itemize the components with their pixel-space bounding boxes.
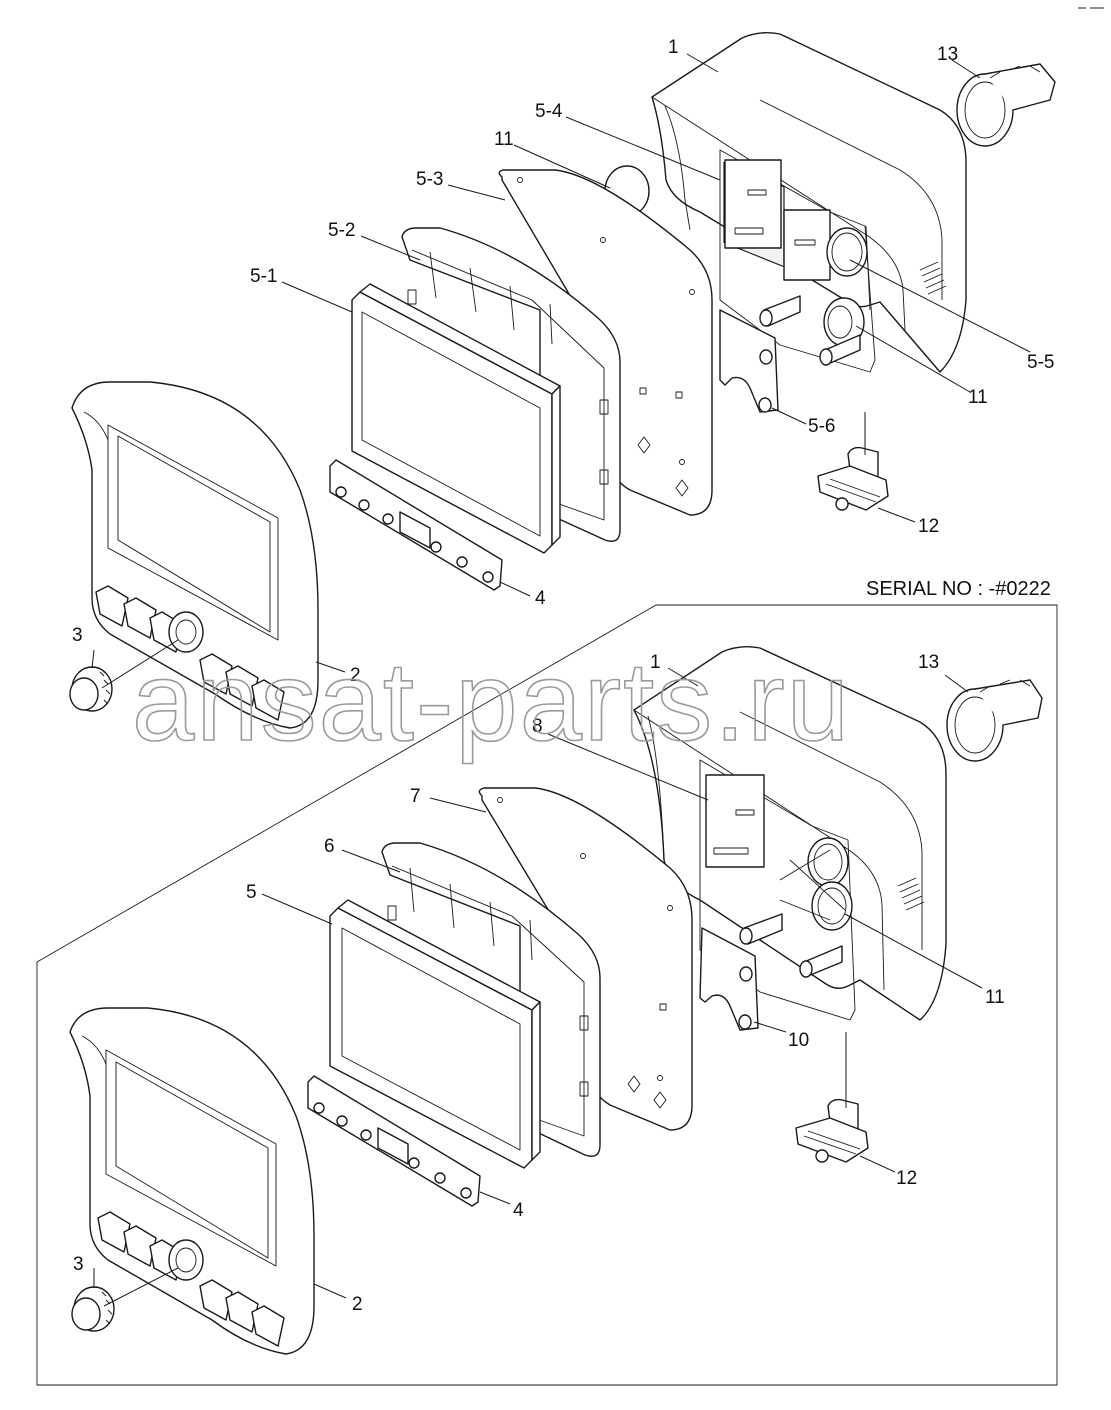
lcd-panel-part-5-1 xyxy=(351,283,561,554)
clip-part-12-lower xyxy=(795,1098,869,1163)
knob-part-3-lower xyxy=(71,1286,115,1332)
label-lower-12: 12 xyxy=(896,1168,917,1189)
knob-part-3 xyxy=(69,666,113,712)
label-upper-5-6: 5-6 xyxy=(808,416,835,437)
label-upper-5-5: 5-5 xyxy=(1027,352,1054,373)
label-lower-10: 10 xyxy=(788,1030,809,1051)
front-bezel-part-2 xyxy=(71,381,319,729)
serial-frame-outline xyxy=(36,604,1058,1386)
label-upper-13: 13 xyxy=(937,44,958,65)
bracket-part-10 xyxy=(699,927,759,1031)
label-upper-5-1: 5-1 xyxy=(250,266,277,287)
label-lower-8: 8 xyxy=(532,716,543,737)
label-upper-2: 2 xyxy=(350,665,361,686)
label-upper-11b: 11 xyxy=(968,387,988,408)
button-board-part-4-lower xyxy=(307,1075,481,1207)
label-lower-6: 6 xyxy=(324,836,335,857)
label-lower-1: 1 xyxy=(650,652,661,673)
label-lower-13: 13 xyxy=(918,652,939,673)
rear-housing-part-1 xyxy=(651,31,967,373)
label-upper-1: 1 xyxy=(668,37,679,58)
lcd-panel-part-5 xyxy=(329,899,541,1169)
bracket-part-5-6 xyxy=(719,309,779,413)
grommet-part-13 xyxy=(956,63,1056,147)
clip-part-12 xyxy=(817,446,889,511)
label-lower-4: 4 xyxy=(513,1200,524,1221)
label-lower-2: 2 xyxy=(352,1294,363,1315)
serial-number-note: SERIAL NO : -#0222 xyxy=(866,578,1051,600)
label-upper-11a: 11 xyxy=(494,129,514,150)
label-upper-5-3: 5-3 xyxy=(416,169,443,190)
label-upper-5-4: 5-4 xyxy=(535,101,563,122)
label-upper-5-2: 5-2 xyxy=(328,220,355,241)
label-upper-12: 12 xyxy=(918,516,939,537)
upper-assembly: 1 13 5-4 11 5-3 5-2 5-1 5-5 11 5-6 12 4 … xyxy=(69,31,1056,729)
label-lower-3: 3 xyxy=(73,1254,84,1275)
lower-assembly: 1 13 8 7 6 5 11 10 12 4 3 2 xyxy=(69,645,1043,1355)
front-bezel-part-2-lower xyxy=(69,1007,315,1355)
button-board-part-4 xyxy=(329,459,503,591)
label-upper-3: 3 xyxy=(72,625,83,646)
label-lower-7: 7 xyxy=(410,786,421,807)
label-lower-11: 11 xyxy=(985,987,1005,1008)
label-lower-5: 5 xyxy=(246,882,257,903)
grommet-part-13-lower xyxy=(946,679,1043,762)
label-upper-4: 4 xyxy=(535,588,546,609)
watermark-text: ansat-parts.ru xyxy=(132,639,851,764)
